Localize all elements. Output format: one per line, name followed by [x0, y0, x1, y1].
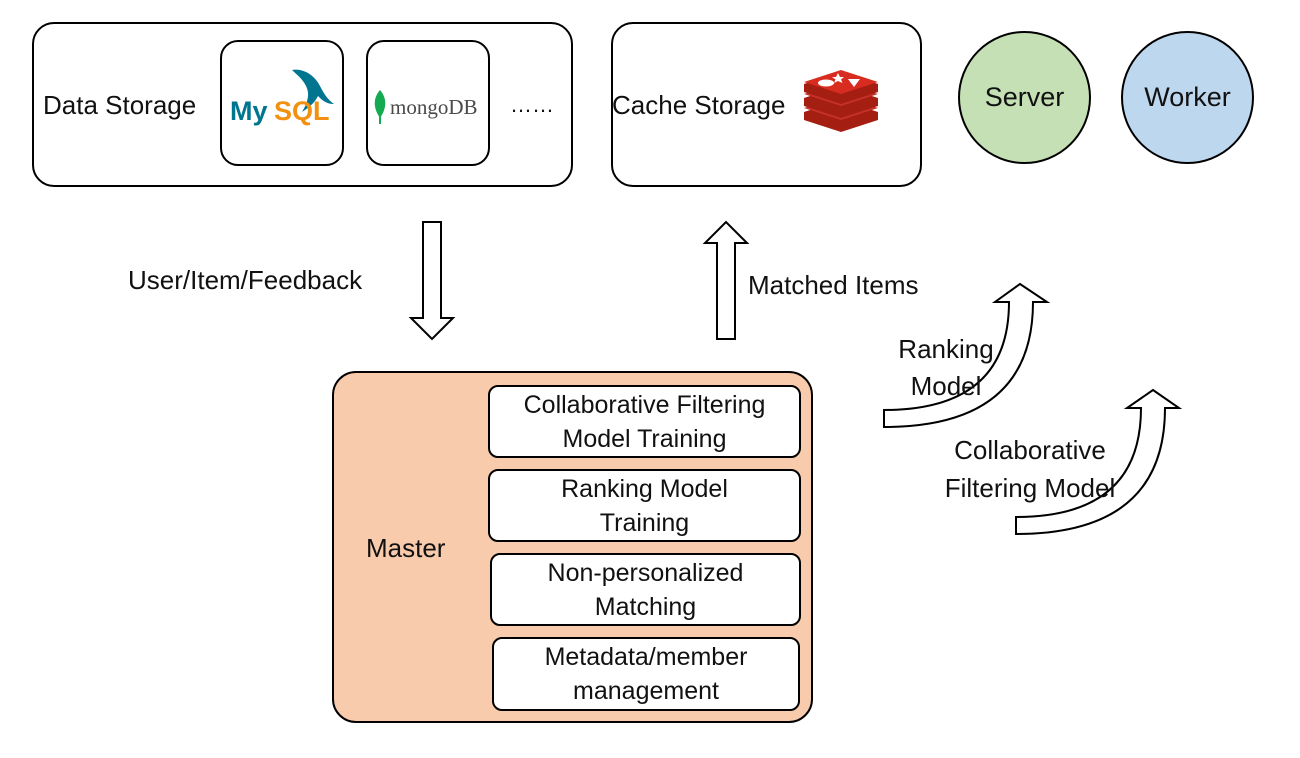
task-line: Ranking Model: [561, 474, 728, 503]
mysql-logo-box: My SQL: [220, 40, 344, 166]
mysql-sql-text: SQL: [274, 96, 330, 126]
cache-storage-label: Cache Storage: [612, 90, 786, 120]
task-line: Training: [599, 508, 690, 537]
task-line: Metadata/member: [544, 643, 748, 671]
up-arrow-icon: [702, 220, 750, 340]
task-line: Collaborative Filtering: [523, 390, 766, 419]
master-label: Master: [366, 533, 446, 563]
mysql-my-text: My: [230, 96, 268, 126]
mongodb-logo-box: mongoDB: [366, 40, 490, 166]
matched-items-label: Matched Items: [748, 270, 919, 300]
mongodb-text: mongoDB: [390, 95, 478, 119]
mongodb-leaf-shape: [374, 90, 386, 118]
worker-legend-circle: Worker: [1121, 31, 1254, 164]
cf-model-label-line1: Collaborative: [954, 435, 1106, 465]
mongodb-logo-icon: mongoDB: [374, 90, 478, 124]
task-non-personalized-matching: Non-personalized Matching: [490, 553, 801, 626]
more-storage-ellipsis: ……: [510, 92, 554, 117]
task-cf-model-training: Collaborative Filtering Model Training: [488, 385, 801, 458]
task-line: management: [573, 677, 719, 705]
task-line: Model Training: [562, 424, 727, 453]
ranking-model-label-line2: Model: [910, 371, 982, 401]
ranking-model-label-line1: Ranking: [898, 334, 994, 364]
task-metadata-member-management: Metadata/member management: [492, 637, 800, 711]
down-arrow-icon: [408, 221, 456, 341]
cf-model-curved-arrow-icon: [1015, 388, 1183, 536]
task-line: Matching: [594, 592, 697, 621]
server-legend-label: Server: [984, 82, 1065, 112]
task-line: Non-personalized: [547, 558, 744, 587]
redis-logo-icon: [804, 70, 878, 132]
server-legend-circle: Server: [958, 31, 1091, 164]
worker-legend-label: Worker: [1144, 82, 1231, 112]
dolphin-shape: [292, 69, 334, 112]
mysql-logo-icon: My SQL: [230, 69, 334, 126]
user-item-feedback-label: User/Item/Feedback: [128, 265, 363, 295]
cf-model-label-line2: Filtering Model: [944, 473, 1116, 503]
task-ranking-model-training: Ranking Model Training: [488, 469, 801, 542]
ranking-model-curved-arrow-icon: [883, 282, 1051, 429]
data-storage-label: Data Storage: [43, 90, 197, 120]
